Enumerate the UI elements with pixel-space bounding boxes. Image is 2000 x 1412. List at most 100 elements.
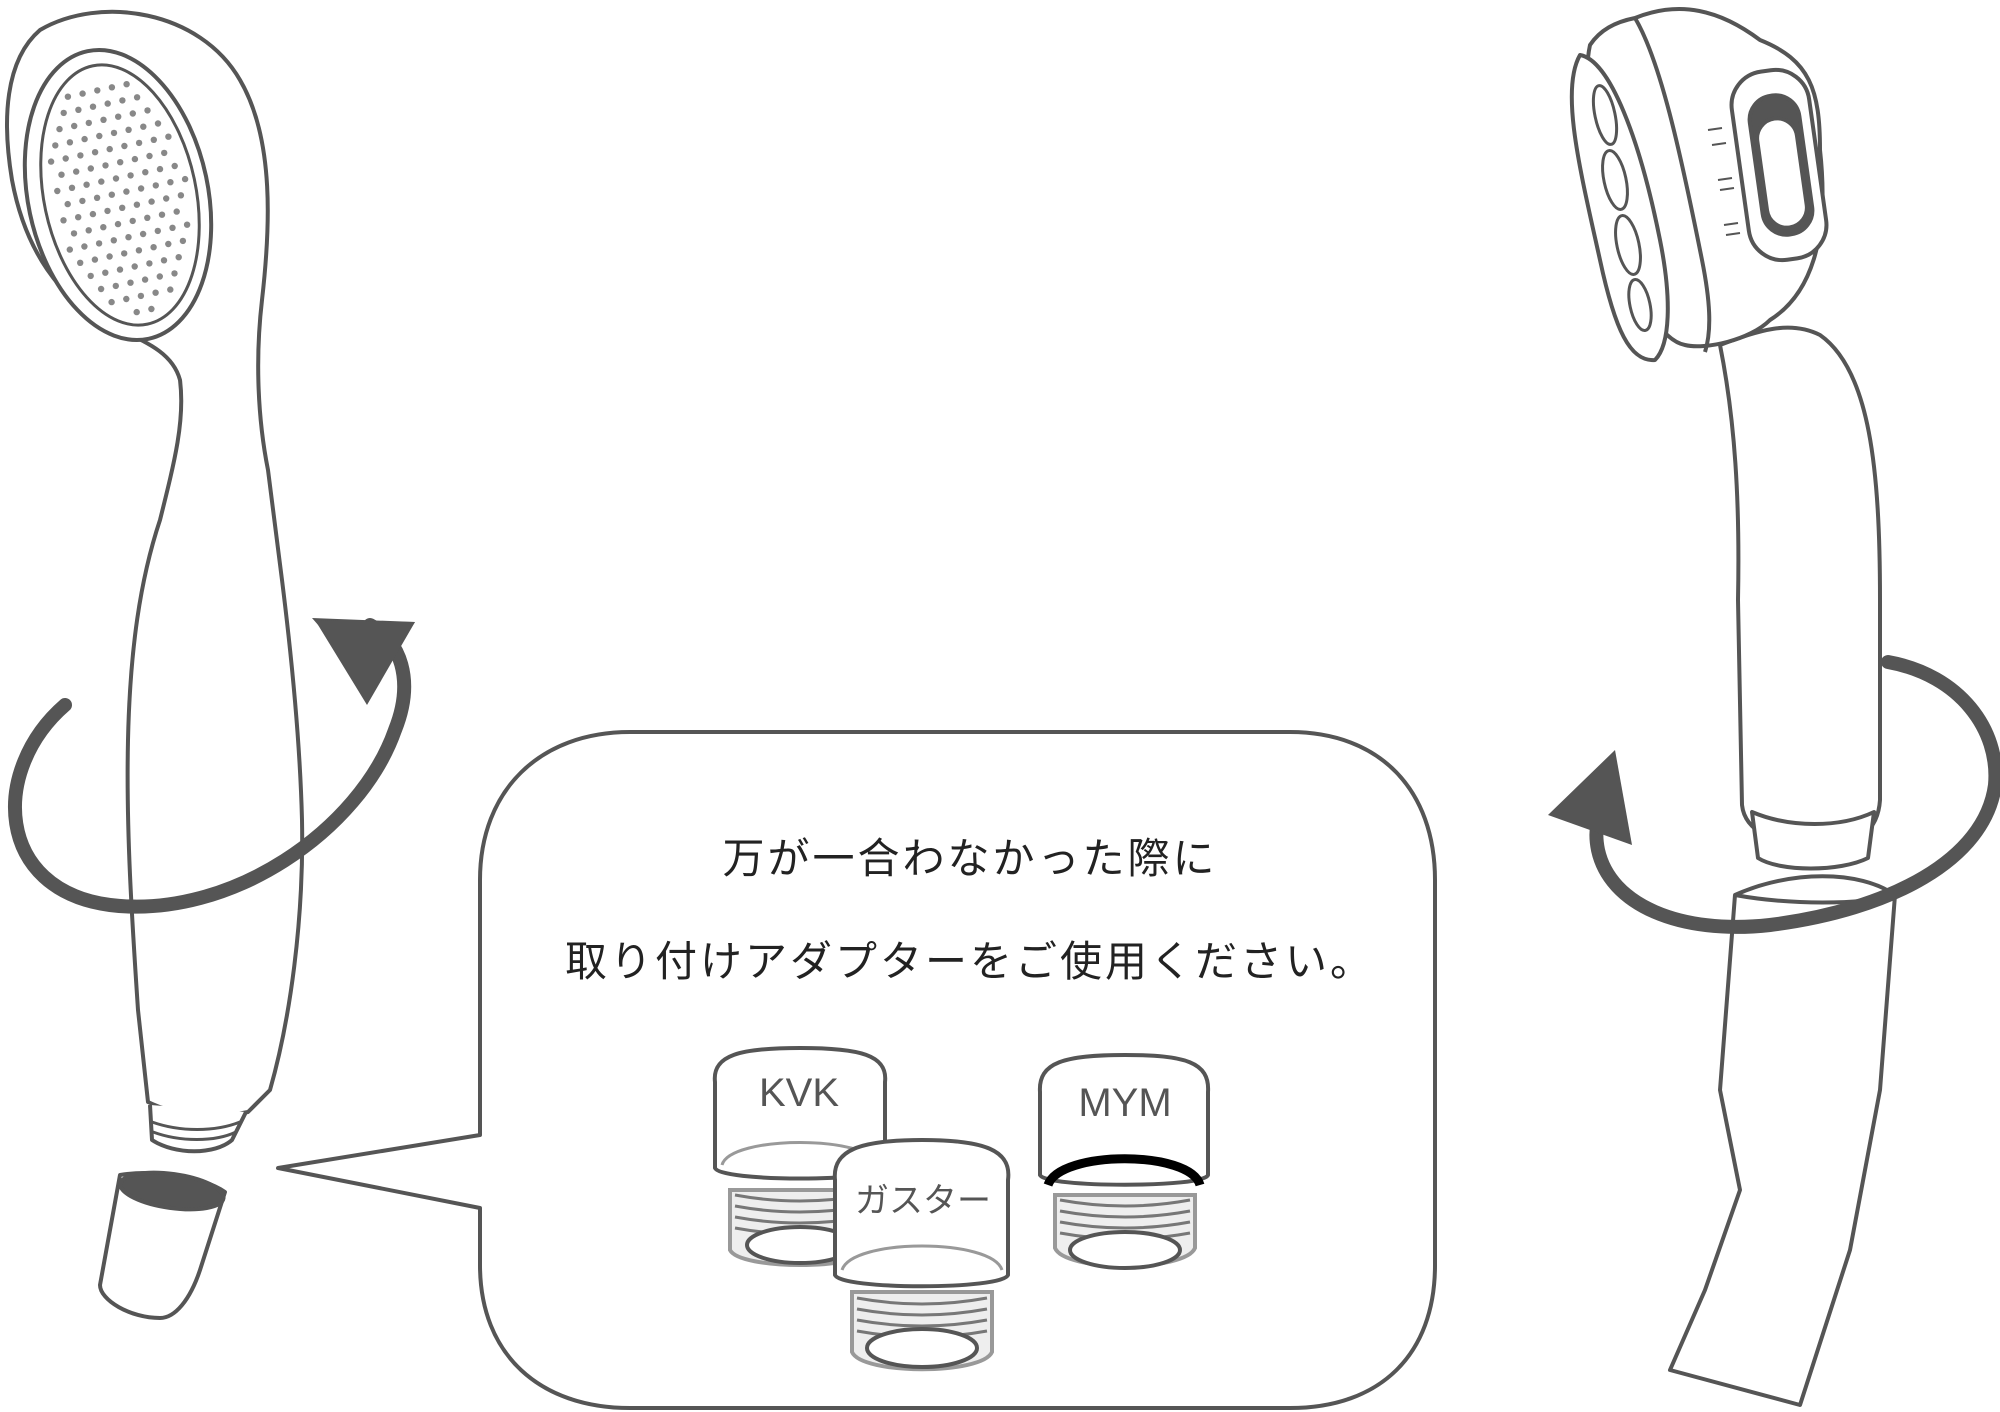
spray-hole: [108, 298, 115, 306]
callout-text-line-2: 取り付けアダプターをご使用ください。: [564, 937, 1375, 986]
spray-hole: [154, 120, 162, 127]
spray-hole: [165, 240, 172, 248]
rotate-arrow-icon: [8, 618, 415, 914]
spray-hole: [95, 240, 103, 247]
spray-hole: [121, 250, 128, 257]
spray-hole: [167, 286, 174, 293]
spray-hole: [52, 142, 59, 149]
spray-hole: [160, 257, 168, 264]
spray-hole: [54, 187, 61, 195]
spray-hole: [58, 171, 65, 178]
spray-hole: [152, 289, 159, 296]
spray-hole: [85, 227, 92, 234]
right-spray-pad-3: [1614, 214, 1642, 276]
spray-hole: [94, 87, 101, 94]
spray-hole: [121, 142, 128, 150]
spray-hole: [135, 139, 143, 147]
spray-hole: [47, 158, 55, 165]
right-shower-head-side: [1633, 16, 1712, 353]
spray-hole: [91, 256, 99, 263]
spray-hole: [123, 188, 130, 195]
spray-hole: [102, 162, 109, 169]
callout-text-line-1: 万が一合わなかった際に: [722, 834, 1218, 883]
spray-hole: [179, 237, 187, 245]
spray-hole: [108, 84, 116, 91]
adapter-mym: [1037, 1052, 1211, 1270]
spray-hole: [129, 217, 136, 225]
spray-hole: [77, 259, 84, 266]
adapter-label-gaster: ガスター: [855, 1181, 991, 1221]
spray-hole: [148, 305, 155, 313]
spray-hole: [60, 109, 67, 117]
right-switch-knob: [1755, 116, 1809, 230]
spray-hole: [156, 165, 164, 173]
spray-hole: [171, 162, 178, 170]
spray-hole: [66, 246, 74, 253]
spray-hole: [131, 263, 138, 270]
spray-hole: [131, 155, 139, 163]
spray-hole: [129, 110, 136, 117]
spray-hole: [100, 116, 107, 124]
right-spray-pad-1: [1591, 84, 1619, 146]
spray-hole: [144, 107, 151, 114]
spray-hole: [97, 285, 105, 293]
spray-hole: [133, 201, 141, 208]
spray-hole: [115, 113, 122, 120]
spray-hole: [110, 129, 118, 137]
spray-hole: [171, 270, 178, 277]
spray-hole: [104, 100, 111, 107]
spray-hole: [112, 282, 120, 290]
spray-hole: [152, 182, 159, 189]
spray-hole: [73, 168, 80, 175]
spray-hole: [87, 272, 94, 280]
spray-hole: [116, 266, 124, 273]
spray-hole: [89, 210, 97, 218]
spray-hole: [79, 197, 86, 205]
spray-hole: [135, 247, 143, 254]
spray-hole: [91, 149, 99, 156]
spray-hole: [140, 123, 147, 130]
spray-hole: [56, 125, 63, 133]
spray-hole: [146, 152, 153, 160]
thread-line: [1059, 1220, 1191, 1230]
right-shower-hose: [1668, 874, 1897, 1407]
thread-line: [1059, 1198, 1191, 1208]
spray-hole: [165, 133, 172, 140]
spray-hole: [148, 198, 155, 205]
spray-hole: [137, 185, 145, 192]
spray-hole: [81, 243, 88, 250]
spray-hole: [142, 169, 149, 176]
spray-hole: [106, 253, 113, 260]
spray-hole: [177, 192, 185, 199]
right-shower-collar: [1750, 810, 1876, 871]
right-shower-head: [1569, 7, 1897, 1407]
right-spray-pad-4: [1627, 277, 1653, 333]
spray-hole: [125, 126, 132, 133]
spray-hole: [173, 208, 180, 215]
thread-line: [1059, 1209, 1191, 1219]
right-spray-pad-2: [1601, 149, 1629, 211]
spray-hole: [64, 200, 71, 208]
spray-hole: [70, 230, 78, 237]
spray-hole: [169, 224, 176, 231]
adapter-label-mym: MYM: [1078, 1081, 1172, 1125]
adapter-gaster: [832, 1137, 1011, 1372]
thread-line: [856, 1296, 988, 1306]
spray-hole: [150, 136, 157, 143]
spray-holes: [47, 81, 191, 316]
spray-hole: [106, 145, 113, 153]
spray-hole: [161, 149, 168, 157]
spray-hole: [89, 103, 97, 110]
spray-hole: [150, 244, 157, 251]
spray-hole: [60, 217, 67, 224]
spray-hole: [96, 132, 103, 140]
spray-hole: [127, 279, 134, 286]
spray-hole: [154, 227, 161, 235]
spray-hole: [123, 295, 130, 303]
spray-hole: [137, 292, 145, 300]
spray-hole: [167, 179, 174, 186]
spray-hole: [133, 94, 141, 101]
spray-hole: [123, 81, 130, 88]
adapter-label-kvk: KVK: [758, 1071, 840, 1115]
